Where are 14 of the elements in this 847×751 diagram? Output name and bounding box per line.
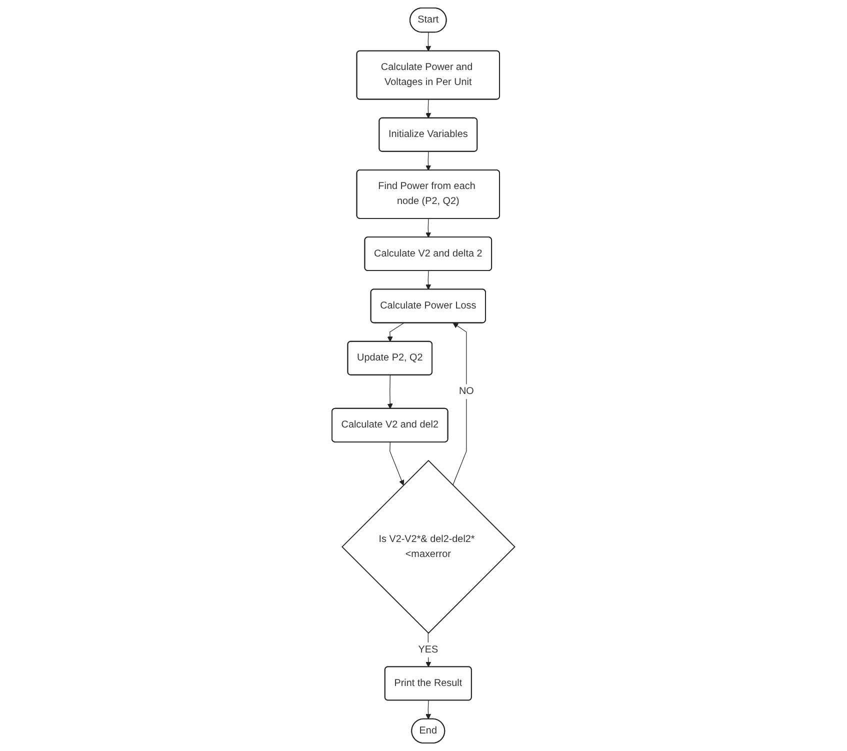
edge-label: YES [418,644,438,655]
arrow [426,99,432,118]
arrow [426,218,432,238]
edge-label: NO [459,386,474,397]
arrow [426,700,432,720]
arrow [426,151,432,171]
arrow [390,442,404,486]
arrow [452,322,467,486]
arrow [426,632,432,668]
arrow [388,374,393,409]
node-diamond: Is V2-V2*& del2-del2* <maxerror [342,460,516,634]
arrow [426,32,432,52]
arrow [426,270,432,290]
arrow [387,322,404,342]
